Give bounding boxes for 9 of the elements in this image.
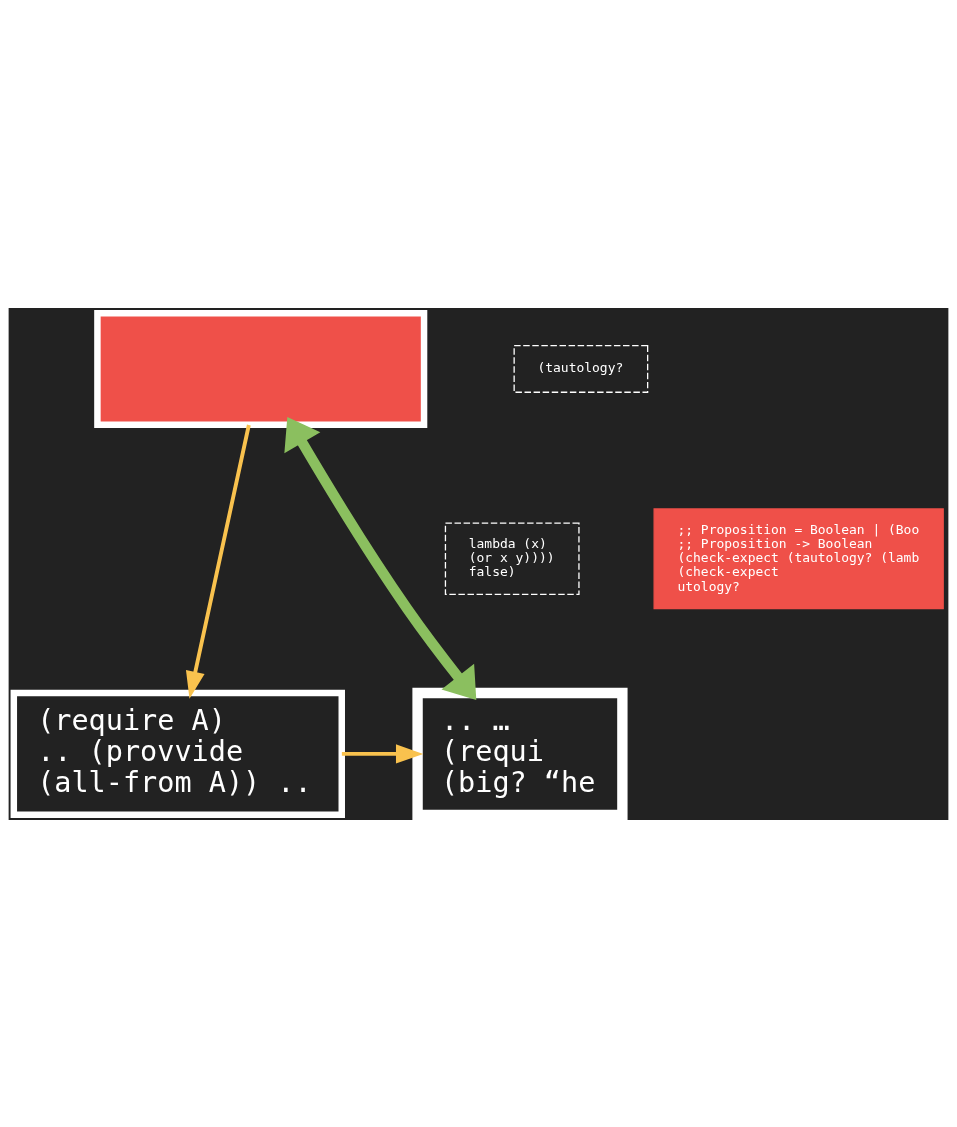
arrow [284, 416, 477, 700]
node-box: lambda (x) (or x y)))) false) [444, 522, 580, 595]
arrow [341, 743, 424, 763]
node-box: ;; Proposition = Boolean | (Boo ;; Proposition -> Boolean (check-expect (tautology? (lamb (check-expect utology? [653, 507, 944, 609]
node-box: (require A) .. (provvide (all-from A)) .. [10, 689, 345, 818]
node-box [94, 309, 428, 428]
arrow [185, 424, 251, 699]
node-box: .. … (requi (big? “he [412, 687, 628, 820]
node-box: (tautology? [513, 344, 649, 393]
